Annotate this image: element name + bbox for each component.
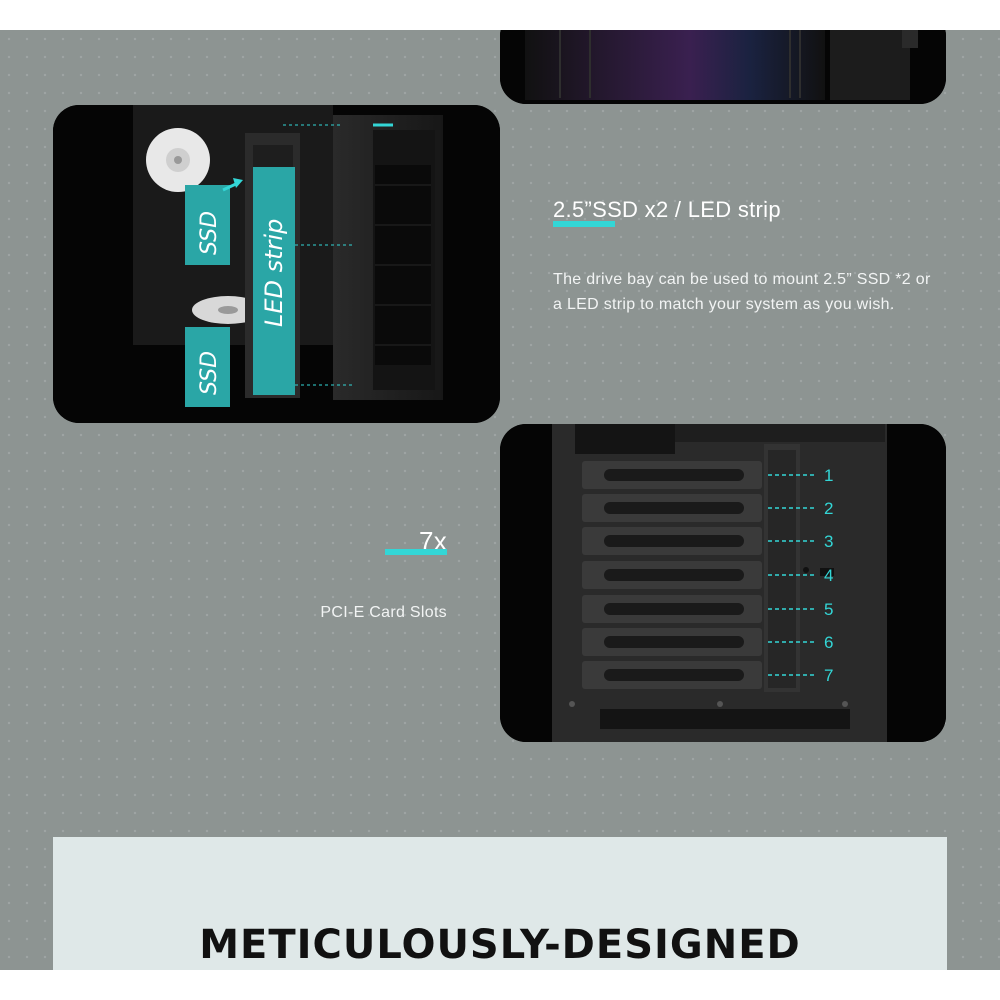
pcie-count-accent bbox=[385, 549, 447, 555]
ssd-section-title: 2.5”SSD x2 / LED strip bbox=[553, 197, 781, 222]
led-strip-label: LED strip bbox=[260, 219, 288, 327]
ssd-upper-label: SSD bbox=[197, 211, 222, 255]
pcie-slot-number: 1 bbox=[824, 466, 833, 485]
pcie-slot-number: 7 bbox=[824, 666, 833, 685]
pcie-slot-label: PCI-E Card Slots bbox=[320, 604, 447, 621]
pcie-slot-number: 6 bbox=[824, 633, 833, 652]
case-front-image bbox=[500, 30, 946, 104]
ssd-section-description: The drive bay can be used to mount 2.5” … bbox=[553, 271, 931, 313]
ssd-led-bay-image: SSD LED strip SSD bbox=[53, 105, 500, 423]
pcie-slot-number: 3 bbox=[824, 532, 833, 551]
pcie-slots-image: 1 2 3 4 5 6 7 bbox=[500, 424, 946, 742]
ssd-lower-label: SSD bbox=[197, 351, 222, 395]
product-page-stage: SSD LED strip SSD 2.5”SSD x2 / LED strip… bbox=[0, 30, 1000, 970]
ssd-title-accent bbox=[553, 221, 615, 227]
pcie-slot-number: 2 bbox=[824, 499, 833, 518]
pcie-slot-number: 4 bbox=[824, 566, 833, 585]
banner-title: METICULOUSLY-DESIGNED bbox=[199, 922, 801, 968]
section-banner: METICULOUSLY-DESIGNED bbox=[53, 837, 947, 970]
pcie-slot-number: 5 bbox=[824, 600, 833, 619]
